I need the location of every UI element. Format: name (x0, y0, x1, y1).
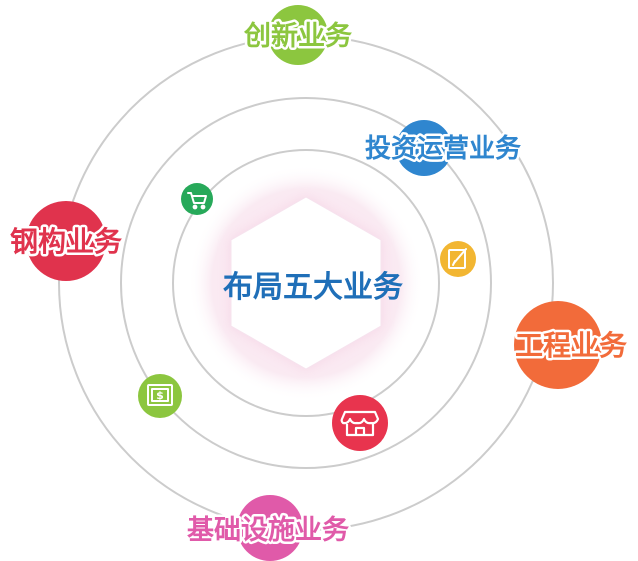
business-node-investment[interactable]: 投资运营业务 (362, 120, 524, 176)
center-hexagon: 布局五大业务 (188, 165, 424, 401)
engineering-label: 工程业务 (515, 329, 627, 362)
investment-label: 投资运营业务 (365, 134, 521, 164)
money-icon-node[interactable]: $ (138, 374, 182, 418)
middle-ring (120, 97, 492, 469)
infrastructure-label: 基础设施业务 (187, 515, 349, 546)
cart-icon-node[interactable] (181, 183, 213, 215)
edit-icon-node[interactable] (440, 241, 476, 277)
cart-icon (187, 192, 207, 210)
store-icon (340, 410, 380, 437)
business-node-innovation[interactable]: 创新业务 (241, 5, 355, 65)
edit-icon (448, 248, 467, 269)
money-icon: $ (147, 384, 173, 406)
business-node-engineering[interactable]: 工程业务 (512, 301, 630, 389)
investment-circle (396, 120, 452, 176)
inner-ring (172, 149, 440, 417)
steel-circle (26, 201, 106, 281)
svg-text:$: $ (156, 389, 164, 402)
engineering-circle (514, 301, 602, 389)
infrastructure-circle (237, 495, 303, 561)
center-title: 布局五大业务 (223, 270, 403, 305)
innovation-circle (268, 5, 328, 65)
business-node-infrastructure[interactable]: 基础设施业务 (185, 495, 352, 561)
cart-icon-circle (181, 183, 213, 215)
innovation-label: 创新业务 (243, 20, 352, 52)
hexagon-shape (230, 196, 382, 370)
store-icon-node[interactable] (332, 395, 388, 451)
steel-label: 钢构业务 (10, 225, 122, 258)
business-node-steel[interactable]: 钢构业务 (7, 201, 125, 281)
